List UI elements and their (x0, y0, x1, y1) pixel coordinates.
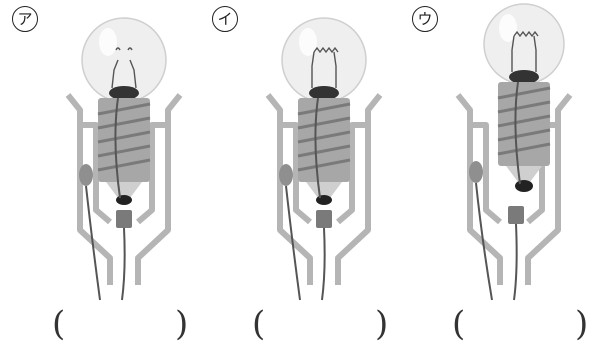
option-label: イ (212, 6, 238, 32)
option-label: ウ (412, 6, 438, 32)
option-label: ア (12, 6, 38, 32)
bulb-illustration-lifted-bulb (400, 0, 599, 348)
answer-close-paren: ) (175, 307, 188, 341)
answer-open-paren: ( (452, 307, 465, 341)
bulb-panel-u: ウ ( ) (400, 0, 599, 348)
bulb-panel-i: イ ( ) (200, 0, 400, 348)
answer-open-paren: ( (252, 307, 265, 341)
answer-close-paren: ) (375, 307, 388, 341)
answer-open-paren: ( (52, 307, 65, 341)
bulb-illustration-intact-filament (200, 0, 400, 348)
bulb-panel-a: ア ( ) (0, 0, 200, 348)
answer-close-paren: ) (575, 307, 588, 341)
bulb-illustration-broken-filament (0, 0, 200, 348)
